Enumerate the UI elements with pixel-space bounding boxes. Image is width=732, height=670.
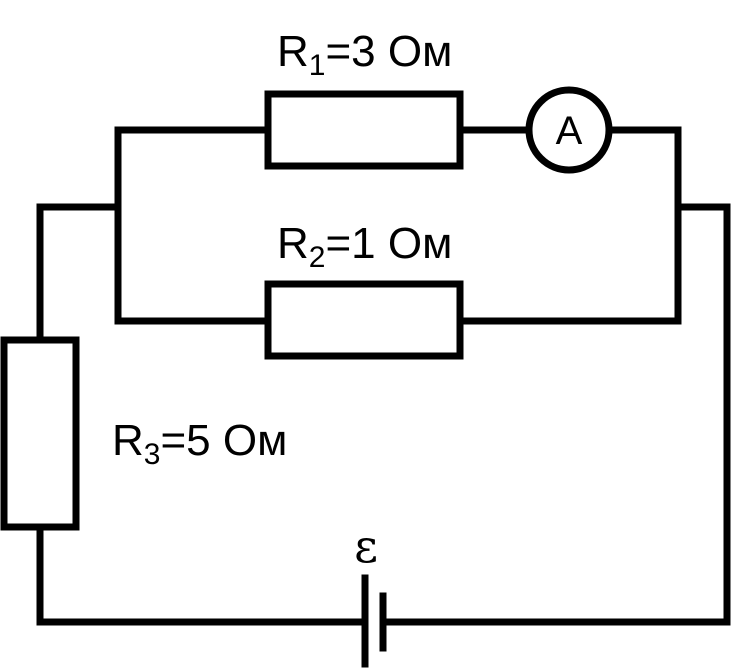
r2-label: R2=1 Ом	[277, 219, 452, 274]
ammeter-icon	[525, 86, 613, 174]
emf-label: ε	[354, 519, 378, 573]
right-outer-wire	[379, 203, 731, 626]
resistor-r3	[0, 336, 80, 531]
ammeter-symbol: A	[556, 109, 583, 153]
resistor-r2	[264, 280, 464, 360]
r3-bottom-wire	[36, 523, 369, 626]
ammeter-right-wire	[606, 126, 682, 325]
r1-label: R1=3 Ом	[277, 27, 452, 82]
r3-label: R3=5 Ом	[112, 416, 287, 471]
left-outer-wire	[36, 203, 122, 344]
resistor-r1	[264, 90, 464, 170]
